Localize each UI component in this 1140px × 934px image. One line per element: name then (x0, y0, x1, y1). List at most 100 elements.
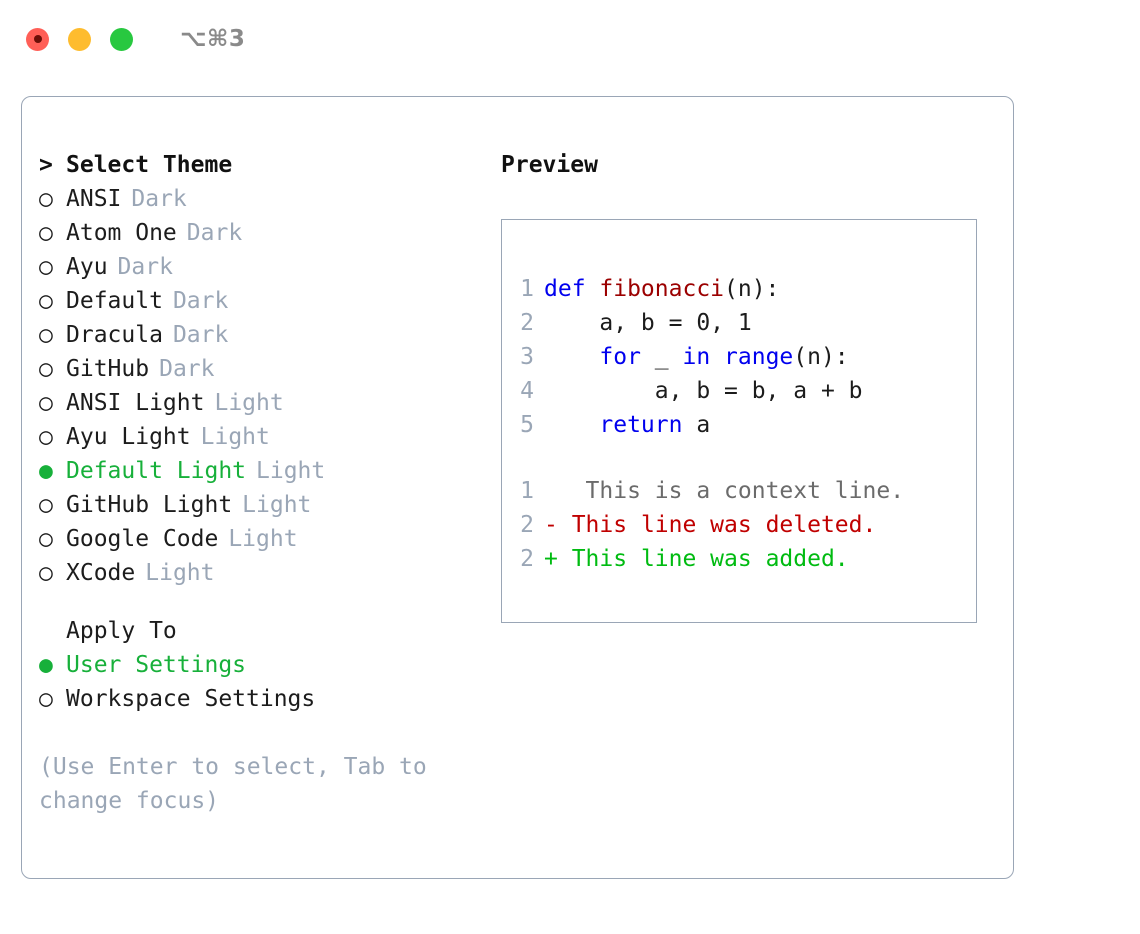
zoom-button-icon[interactable] (110, 27, 133, 51)
code-token: a, b = 0, 1 (544, 310, 752, 336)
option-label: Workspace Settings (66, 686, 316, 712)
keyboard-hint-text: (Use Enter to select, Tab to change focu… (39, 754, 427, 814)
code-token: (n): (724, 276, 780, 302)
code-line: 3 for _ in range(n): (502, 340, 976, 374)
theme-list-item[interactable]: ○ Ayu Light Light (39, 420, 479, 454)
theme-name: GitHub Light (66, 492, 233, 518)
theme-kind: Light (145, 560, 215, 586)
radio-unselected-icon: ○ (39, 220, 53, 246)
theme-kind: Dark (172, 322, 229, 348)
apply-to-option-user-settings[interactable]: ●User Settings (39, 648, 479, 682)
line-number: 2 (520, 512, 534, 538)
radio-unselected-icon: ○ (39, 390, 53, 416)
theme-list-item[interactable]: ○ Dracula Dark (39, 318, 479, 352)
code-token: def (544, 276, 600, 302)
window-controls (26, 27, 133, 51)
code-token: a, b = b, a + b (544, 378, 863, 404)
code-text: a, b = b, a + b (544, 374, 863, 408)
code-text: def fibonacci(n): (544, 272, 779, 306)
theme-kind: Dark (117, 254, 173, 280)
radio-unselected-icon: ○ (39, 424, 53, 450)
diff-line-added: 2 + This line was added. (502, 542, 976, 576)
theme-kind: Dark (131, 186, 187, 212)
diff-sign (544, 474, 558, 508)
theme-name: ANSI (66, 186, 122, 212)
theme-name: Dracula (66, 322, 163, 348)
radio-unselected-icon: ○ (39, 492, 53, 518)
radio-unselected-icon: ○ (39, 560, 53, 586)
apply-to-heading: ○Apply To (39, 614, 479, 648)
diff-text: This line was added. (557, 546, 849, 572)
radio-selected-icon: ● (39, 458, 53, 484)
theme-kind: Light (200, 424, 270, 450)
theme-kind: Dark (186, 220, 243, 246)
apply-to-label: Apply To (66, 618, 177, 644)
line-number: 3 (520, 344, 534, 370)
line-number: 1 (520, 478, 534, 504)
theme-kind: Light (256, 458, 326, 484)
theme-kind: Dark (159, 356, 215, 382)
theme-list-item[interactable]: ○ ANSI Light Light (39, 386, 479, 420)
line-number: 2 (520, 546, 534, 572)
radio-unselected-icon: ○ (39, 356, 53, 382)
theme-list-item[interactable]: ○ GitHub Light Light (39, 488, 479, 522)
theme-kind: Dark (172, 288, 229, 314)
theme-list-item[interactable]: ○ Default Dark (39, 284, 479, 318)
code-token: for (599, 344, 641, 370)
theme-list-item[interactable]: ○ Ayu Dark (39, 250, 479, 284)
theme-list-item[interactable]: ○ ANSI Dark (39, 182, 479, 216)
theme-name: Ayu Light (66, 424, 191, 450)
diff-sign: + (544, 546, 558, 572)
code-token: (n): (793, 344, 849, 370)
code-line: 1 def fibonacci(n): (502, 272, 976, 306)
line-number: 1 (520, 276, 534, 302)
code-token: fibonacci (599, 276, 725, 302)
heading-caret-icon: > (39, 152, 53, 178)
radio-unselected-icon: ○ (39, 322, 53, 348)
code-line: 2 a, b = 0, 1 (502, 306, 976, 340)
radio-unselected-icon: ○ (39, 186, 53, 212)
diff-text: This is a context line. (557, 478, 905, 504)
radio-unselected-icon: ○ (39, 288, 53, 314)
code-token (544, 344, 599, 370)
code-diff-separator (502, 442, 976, 474)
radio-unselected-icon: ○ (39, 686, 53, 712)
close-button-icon[interactable] (26, 27, 49, 51)
line-number: 2 (520, 310, 534, 336)
code-token: in range (682, 344, 794, 370)
diff-sign: - (544, 512, 558, 538)
select-theme-heading: >Select Theme (39, 148, 479, 182)
code-text: a, b = 0, 1 (544, 306, 752, 340)
theme-name: Default Light (66, 458, 247, 484)
window-titlebar: ⌥⌘3 (0, 0, 1140, 78)
code-line: 5 return a (502, 408, 976, 442)
code-token: return (599, 412, 683, 438)
theme-name: Ayu (66, 254, 108, 280)
theme-kind: Light (228, 526, 298, 552)
diff-line-context: 1 This is a context line. (502, 474, 976, 508)
spacer: ○ (39, 614, 66, 648)
line-number: 5 (520, 412, 534, 438)
theme-list-item[interactable]: ○ XCode Light (39, 556, 479, 590)
theme-name: ANSI Light (66, 390, 205, 416)
minimize-button-icon[interactable] (68, 27, 91, 51)
theme-name: Google Code (66, 526, 219, 552)
code-line: 4 a, b = b, a + b (502, 374, 976, 408)
close-dot-inner (33, 35, 42, 43)
diff-line-deleted: 2- This line was deleted. (502, 508, 976, 542)
theme-kind: Light (242, 492, 312, 518)
preview-title: Preview (501, 152, 598, 178)
radio-unselected-icon: ○ (39, 254, 53, 280)
theme-kind: Light (214, 390, 284, 416)
apply-to-option-workspace-settings[interactable]: ○ Workspace Settings (39, 682, 479, 716)
code-text: for _ in range(n): (544, 340, 849, 374)
theme-list-item-selected[interactable]: ● Default Light Light (39, 454, 479, 488)
theme-name: XCode (66, 560, 136, 586)
theme-name: Default (66, 288, 163, 314)
